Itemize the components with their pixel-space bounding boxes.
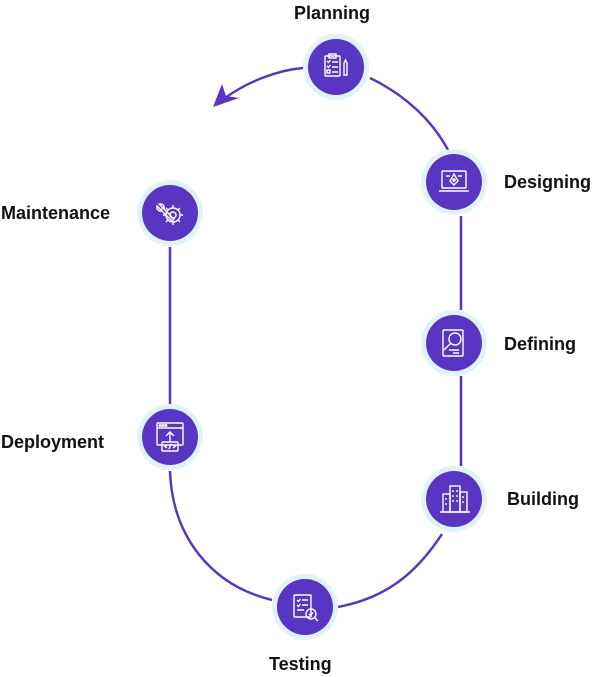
document-magnifier-icon xyxy=(442,329,464,357)
stage-designing xyxy=(421,149,487,215)
laptop-pen-tool-icon xyxy=(439,170,469,192)
arc-testing-to-deployment xyxy=(168,470,273,602)
label-building: Building xyxy=(507,489,579,509)
stage-maintenance xyxy=(137,180,203,246)
label-planning: Planning xyxy=(294,3,370,23)
stage-building xyxy=(421,466,487,532)
stage-testing xyxy=(272,574,338,640)
arc-planning-to-arrow xyxy=(224,66,304,100)
stage-deployment xyxy=(137,404,203,470)
arc-planning-to-designing xyxy=(369,76,450,151)
stage-defining xyxy=(421,310,487,376)
arc-building-to-testing xyxy=(337,533,444,609)
checklist-search-icon xyxy=(293,594,319,622)
buildings-icon xyxy=(440,485,470,513)
arrowhead-icon xyxy=(213,84,239,107)
label-maintenance: Maintenance xyxy=(1,203,111,223)
label-testing: Testing xyxy=(269,654,332,674)
wrench-gear-icon xyxy=(156,203,183,225)
label-defining: Defining xyxy=(504,334,576,354)
label-deployment: Deployment xyxy=(1,432,105,452)
clipboard-checklist-icon xyxy=(324,53,348,77)
browser-upload-code-icon xyxy=(156,422,184,452)
stage-planning xyxy=(303,34,369,100)
label-designing: Designing xyxy=(504,172,592,192)
